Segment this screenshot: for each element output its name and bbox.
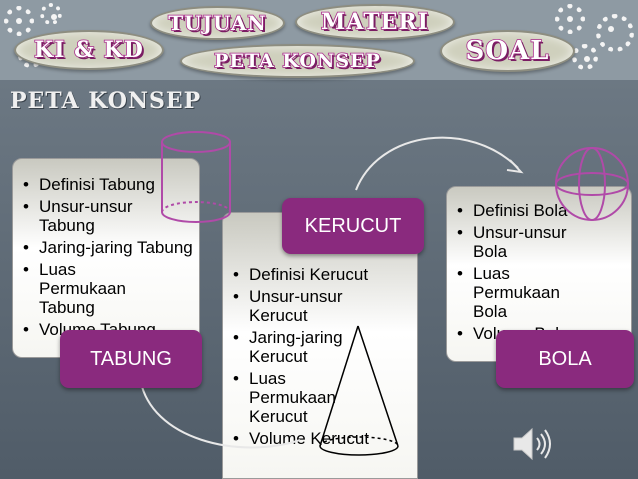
nav-label-tujuan: TUJUAN (167, 10, 267, 36)
kerucut-topic-list: Definisi Kerucut Unsur-unsur Kerucut Jar… (223, 265, 417, 448)
tabung-topic-list: Definisi Tabung Unsur-unsur Tabung Jarin… (13, 175, 199, 339)
list-item: Luas Permukaan Kerucut (233, 369, 417, 426)
gear-icon (4, 6, 34, 36)
list-item: Unsur-unsur Kerucut (233, 287, 417, 325)
nav-label-peta-konsep: PETA KONSEP (213, 49, 381, 73)
list-item: Definisi Kerucut (233, 265, 417, 284)
speaker-icon[interactable] (510, 424, 556, 464)
list-item: Jaring-jaring Tabung (23, 238, 199, 257)
gear-icon (40, 3, 62, 25)
nav-button-ki-kd[interactable]: KI & KD (14, 30, 164, 70)
list-item: Unsur-unsur Tabung (23, 197, 199, 235)
bola-label-button[interactable]: BOLA (496, 330, 634, 388)
nav-label-ki-kd: KI & KD (33, 36, 144, 64)
nav-label-materi: MATERI (320, 8, 429, 36)
gear-icon (596, 14, 634, 52)
nav-label-soal: SOAL (465, 35, 550, 67)
nav-button-materi[interactable]: MATERI (295, 4, 455, 40)
list-item: Unsur-unsur Bola (457, 223, 631, 261)
bola-topic-list: Definisi Bola Unsur-unsur Bola Luas Perm… (447, 201, 631, 343)
list-item: Volume Kerucut (233, 429, 417, 448)
tabung-content-box: Definisi Tabung Unsur-unsur Tabung Jarin… (12, 158, 200, 358)
list-item: Definisi Tabung (23, 175, 199, 194)
kerucut-label-button[interactable]: KERUCUT (282, 198, 424, 254)
gear-icon (572, 44, 598, 70)
nav-button-soal[interactable]: SOAL (440, 30, 575, 72)
list-item: Luas Permukaan Tabung (23, 260, 199, 317)
list-item: Jaring-jaring Kerucut (233, 328, 417, 366)
gear-icon (555, 4, 585, 34)
nav-button-tujuan[interactable]: TUJUAN (150, 6, 285, 40)
nav-button-peta-konsep[interactable]: PETA KONSEP (180, 44, 415, 78)
tabung-label-button[interactable]: TABUNG (60, 330, 202, 388)
list-item: Definisi Bola (457, 201, 631, 220)
list-item: Luas Permukaan Bola (457, 264, 631, 321)
page-title: PETA KONSEP (10, 88, 202, 114)
